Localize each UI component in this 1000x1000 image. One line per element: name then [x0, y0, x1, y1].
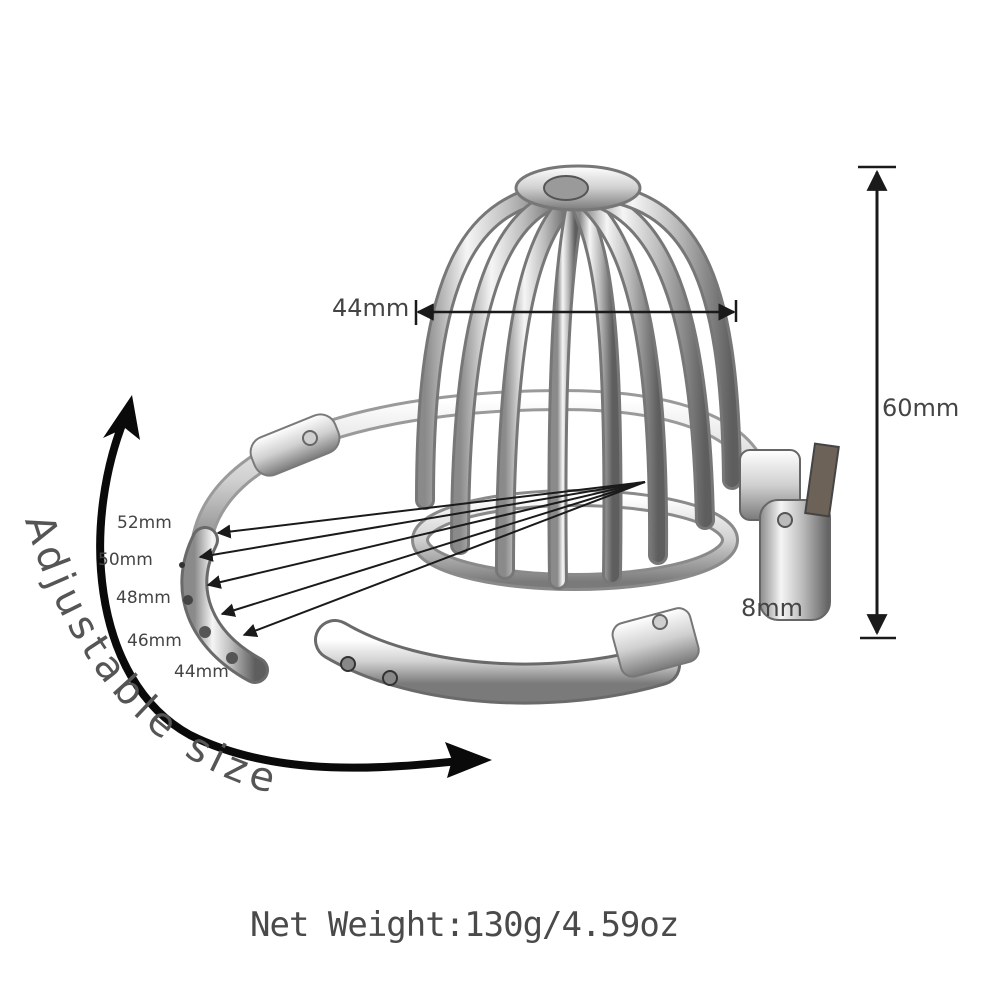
ring-size-label: 52mm — [117, 513, 172, 533]
cage — [411, 164, 742, 591]
cage-width-label: 44mm — [332, 294, 410, 322]
cage-height-label: 60mm — [882, 394, 960, 422]
ring-size-label: 44mm — [174, 662, 229, 682]
ring-size-label: 50mm — [98, 550, 153, 570]
ring-gap-label: 8mm — [741, 594, 804, 622]
ring-size-label: 46mm — [127, 631, 182, 651]
adjustable-size-arrow-icon — [96, 395, 492, 778]
ring-size-label: 48mm — [116, 588, 171, 608]
ring-size-arrows — [198, 481, 646, 638]
lock — [739, 442, 840, 621]
cage-height-dimension — [858, 165, 896, 640]
net-weight-label: Net Weight:130g/4.59oz — [250, 905, 679, 945]
cage-width-dimension — [414, 300, 738, 325]
